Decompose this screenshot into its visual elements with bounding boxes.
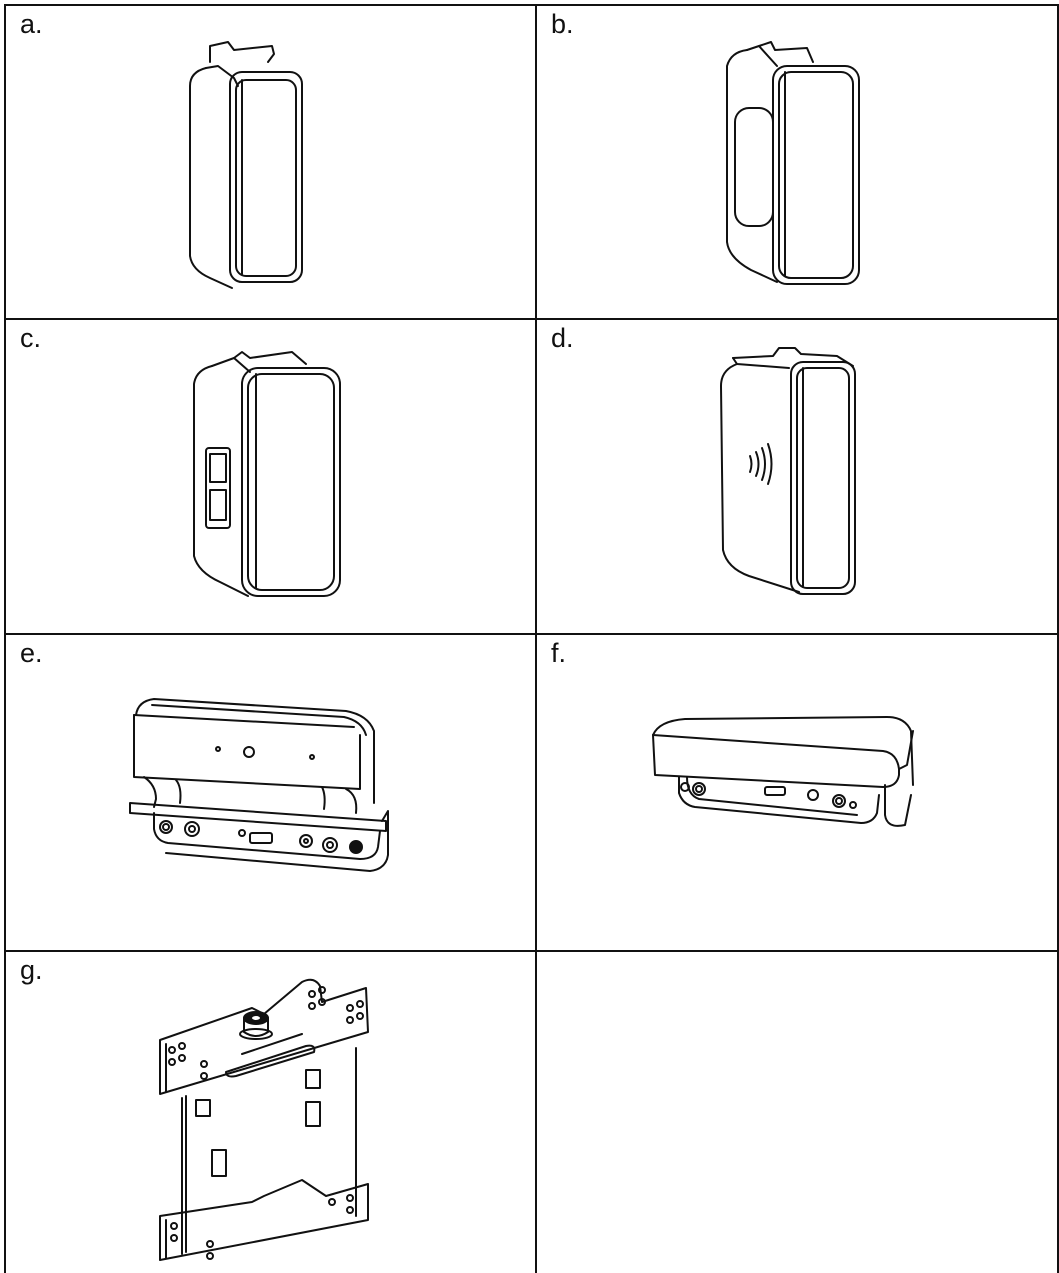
device-e-drawing [6, 635, 535, 950]
nfc-icon [750, 444, 772, 484]
panel-a-label: a. [20, 9, 43, 39]
panel-e-label: e. [20, 638, 43, 668]
figure-grid: a. b. c. [4, 4, 1059, 1273]
panel-d-label: d. [551, 323, 574, 353]
panel-f-label: f. [551, 638, 567, 668]
panel-g: g. [4, 950, 535, 1273]
panel-g-label: g. [20, 955, 43, 985]
device-d-drawing [537, 320, 1059, 633]
device-a-drawing [6, 6, 535, 318]
panel-empty [535, 950, 1059, 1273]
device-b-drawing [537, 6, 1059, 318]
panel-c: c. [4, 318, 535, 633]
panel-c-label: c. [20, 323, 42, 353]
mounting-bracket-g-drawing [6, 952, 535, 1273]
panel-f: f. [535, 633, 1059, 950]
panel-e: e. [4, 633, 535, 950]
thumb-screw-icon [240, 1012, 272, 1039]
panel-b: b. [535, 4, 1059, 318]
panel-a: a. [4, 4, 535, 318]
device-f-drawing [537, 635, 1059, 950]
panel-d: d. [535, 318, 1059, 633]
panel-b-label: b. [551, 9, 574, 39]
device-c-drawing [6, 320, 535, 633]
